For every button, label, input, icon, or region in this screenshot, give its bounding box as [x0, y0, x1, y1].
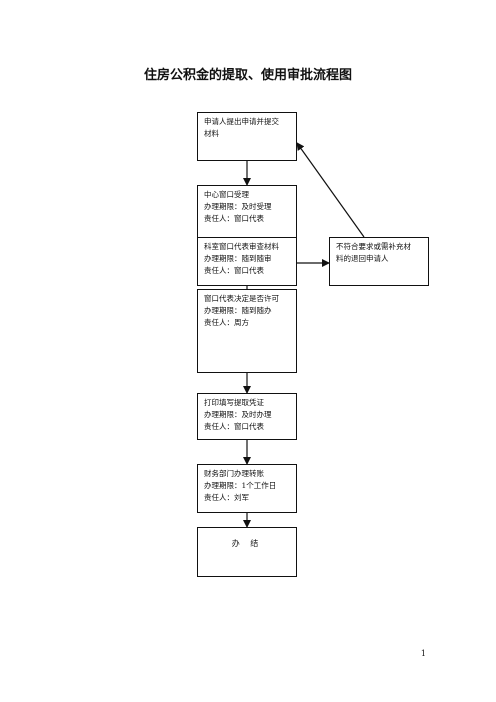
node-text: 办理期限：及时受理 — [204, 202, 272, 211]
page-number: 1 — [420, 649, 426, 658]
node-text: 不符合要求或需补充材 — [336, 242, 411, 251]
node-text: 办理期限：随到随办 — [204, 306, 272, 315]
node-finance: 财务部门办理转账 办理期限：1个工作日 责任人：刘军 — [197, 464, 297, 513]
node-apply: 申请人提出申请并提交 材料 — [197, 112, 297, 161]
node-decide: 窗口代表决定是否许可 办理期限：随到随办 责任人：周方 — [197, 289, 297, 373]
node-text: 材料 — [204, 129, 219, 138]
node-text: 料的退回申请人 — [336, 254, 389, 263]
node-text: 申请人提出申请并提交 — [204, 117, 279, 126]
node-text: 中心窗口受理 — [204, 190, 249, 199]
node-text: 窗口代表决定是否许可 — [204, 294, 279, 303]
node-text: 办理期限：及时办理 — [204, 410, 272, 419]
node-reject: 不符合要求或需补充材 料的退回申请人 — [329, 237, 429, 286]
node-text: 责任人：窗口代表 — [204, 266, 264, 275]
node-text: 责任人：窗口代表 — [204, 214, 264, 223]
node-text: 责任人：窗口代表 — [204, 422, 264, 431]
node-accept: 中心窗口受理 办理期限：及时受理 责任人：窗口代表 — [197, 185, 297, 238]
page-title: 住房公积金的提取、使用审批流程图 — [143, 68, 352, 83]
node-text: 财务部门办理转账 — [204, 469, 264, 478]
arrow-reject-to-apply — [296, 142, 365, 238]
node-text: 办理期限：1个工作日 — [204, 481, 277, 490]
node-text: 科室窗口代表审查材料 — [204, 242, 279, 251]
node-text: 打印填写提取凭证 — [204, 398, 264, 407]
node-text: 办理期限：随到随审 — [204, 254, 272, 263]
node-text: 办 结 — [231, 539, 263, 548]
node-text: 责任人：刘军 — [204, 493, 249, 502]
node-end: 办 结 — [197, 527, 297, 577]
node-print: 打印填写提取凭证 办理期限：及时办理 责任人：窗口代表 — [197, 393, 297, 440]
node-review: 科室窗口代表审查材料 办理期限：随到随审 责任人：窗口代表 — [197, 237, 297, 286]
node-text: 责任人：周方 — [204, 318, 249, 327]
